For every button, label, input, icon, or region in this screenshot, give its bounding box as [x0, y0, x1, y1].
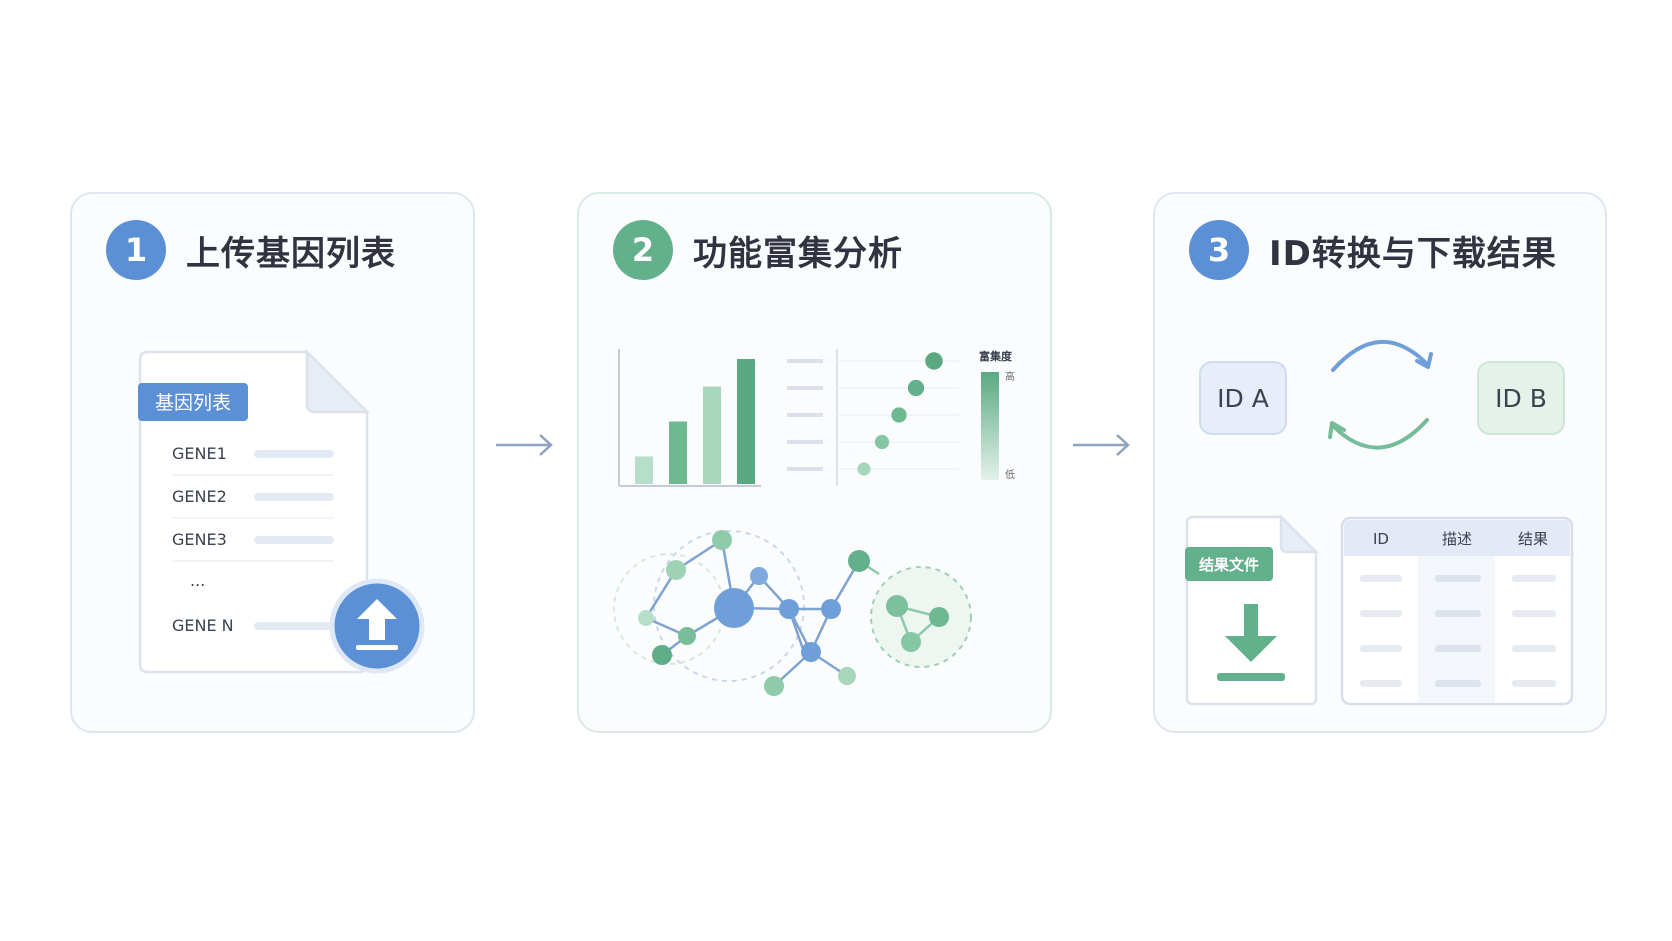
- legend-gradient: [981, 372, 999, 480]
- step-title: ID转换与下载结果: [1269, 233, 1557, 274]
- legend-high: 高: [1005, 370, 1015, 383]
- gene-name: GENE2: [172, 487, 227, 506]
- table-header-id: ID: [1373, 530, 1389, 548]
- bar: [737, 359, 755, 484]
- step-title: 上传基因列表: [186, 233, 396, 274]
- file-tag-bg: [138, 383, 248, 421]
- step-title: 功能富集分析: [693, 233, 903, 274]
- dot-plot: [787, 349, 959, 486]
- id-b-box: [1477, 361, 1565, 435]
- gene-row: GENE3: [172, 530, 334, 562]
- step-card-id-conversion: 3 ID转换与下载结果 ID A ID B 结果文件: [1153, 192, 1607, 733]
- legend-low: 低: [1005, 468, 1015, 481]
- dot: [874, 434, 890, 450]
- id-a-box: [1199, 361, 1287, 435]
- table-header-result: 结果: [1518, 530, 1548, 548]
- bar-chart: [618, 349, 761, 487]
- bar: [703, 386, 721, 484]
- gene-row: GENE N: [172, 616, 334, 635]
- step-card-enrichment: 2 功能富集分析 富集度 高 低: [577, 192, 1052, 733]
- result-file-tag: 结果文件: [1199, 556, 1259, 574]
- gene-row: GENE1: [172, 444, 334, 476]
- step-number-badge: 2: [613, 220, 673, 280]
- document-fold: [305, 348, 371, 414]
- gene-name: GENE3: [172, 530, 227, 549]
- bar: [635, 456, 653, 484]
- enrichment-illustration: 富集度 高 低: [613, 349, 1015, 696]
- id-b-label: ID B: [1495, 384, 1547, 413]
- network-graph: [613, 530, 972, 696]
- gene-row: GENE2: [172, 487, 334, 519]
- download-icon[interactable]: [1217, 604, 1285, 681]
- id-conversion-illustration: ID A ID B 结果文件 ID 描述 结果: [1185, 340, 1574, 706]
- gene-name: GENE1: [172, 444, 227, 463]
- step-number-badge: 1: [106, 220, 166, 280]
- step-number-badge: 3: [1189, 220, 1249, 280]
- bar: [669, 421, 687, 484]
- gene-list-illustration: 基因列表 GENE1 GENE2 GENE3 ... GENE N: [138, 348, 425, 674]
- step-header-2: 2 功能富集分析: [613, 220, 903, 280]
- arrow-right-icon: [1073, 434, 1130, 456]
- result-table: ID 描述 结果: [1340, 516, 1574, 706]
- table-header-desc: 描述: [1442, 530, 1472, 548]
- gene-name: GENE N: [172, 616, 234, 635]
- arrow-right-icon: [496, 434, 553, 456]
- gene-ellipsis: ...: [190, 571, 205, 590]
- step-card-upload: 1 上传基因列表 基因列表 GENE1 GENE2 GENE3 ... GENE…: [70, 192, 475, 733]
- file-tag: 基因列表: [155, 392, 231, 414]
- dot: [925, 352, 943, 370]
- dot: [891, 407, 907, 423]
- dot: [907, 379, 925, 397]
- dot: [857, 462, 871, 476]
- enrichment-legend: 富集度 高 低: [979, 349, 1015, 481]
- step-header-3: 3 ID转换与下载结果: [1189, 220, 1557, 280]
- swap-arrows-icon: [1328, 340, 1433, 450]
- upload-icon[interactable]: [329, 578, 425, 674]
- result-file-tag-bg: [1185, 547, 1273, 581]
- legend-title: 富集度: [979, 349, 1013, 363]
- id-a-label: ID A: [1217, 384, 1269, 413]
- step-header-1: 1 上传基因列表: [106, 220, 396, 280]
